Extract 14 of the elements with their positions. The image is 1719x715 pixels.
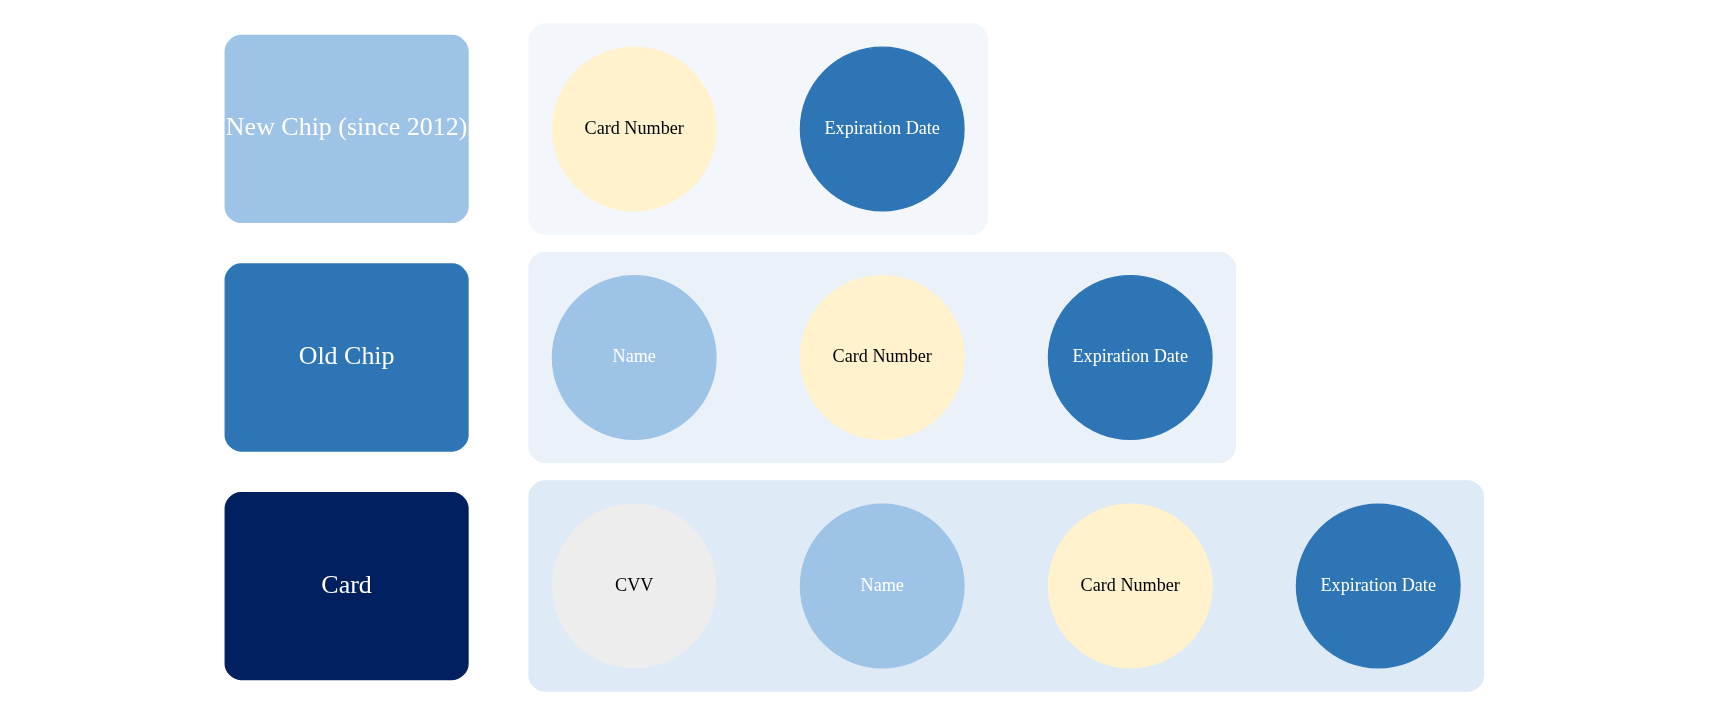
node-circle: Name [799, 503, 965, 669]
cluster [528, 251, 1237, 464]
node-circle: Expiration Date [1295, 503, 1461, 669]
node-circle: Card Number [1047, 503, 1213, 669]
node-circle: Card Number [551, 46, 717, 212]
node-circle: Expiration Date [1047, 275, 1213, 440]
node-circle: Name [551, 275, 717, 440]
node-box: New Chip (since 2012) [224, 34, 469, 224]
node-circle: Expiration Date [799, 46, 965, 212]
node-circle: Card Number [799, 275, 965, 440]
cluster [528, 23, 989, 235]
node-box: Old Chip [224, 263, 469, 452]
cluster [528, 480, 1485, 692]
node-box: Card [224, 491, 469, 681]
